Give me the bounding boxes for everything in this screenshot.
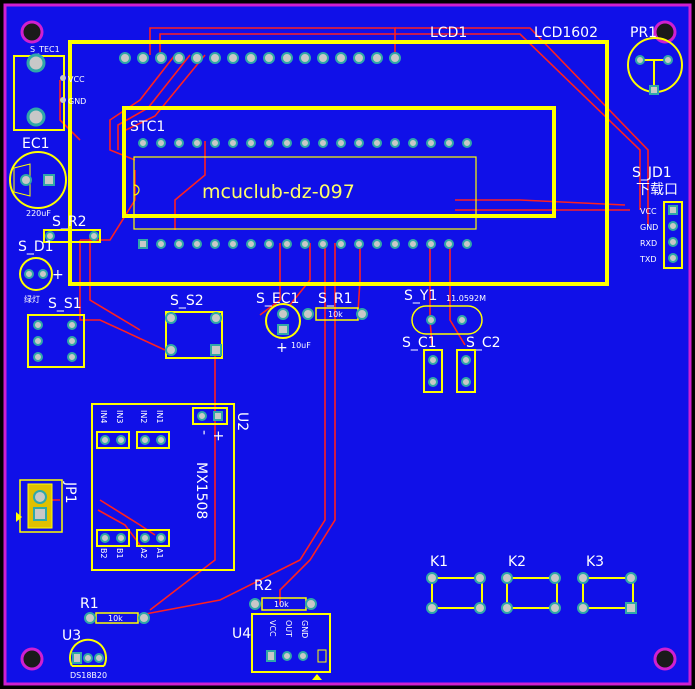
jd1-pin-gnd: GND xyxy=(640,223,658,232)
s-tec1-label: S_TEC1 xyxy=(30,45,60,54)
k3-label: K3 xyxy=(586,554,604,570)
s-r1-resistor: S_R1 10k xyxy=(302,291,368,321)
k2-label: K2 xyxy=(508,554,526,570)
stc1-label: STC1 xyxy=(130,119,165,135)
jp1-connector: JP1 xyxy=(16,479,78,533)
s-r2-label: S_R2 xyxy=(52,214,87,230)
u2-in1: IN1 xyxy=(155,410,164,423)
u2-part: MX1508 xyxy=(193,462,209,519)
lcd1602-label: LCD1602 xyxy=(534,25,598,41)
s-r2-resistor: S_R2 xyxy=(43,214,101,243)
s-y1-crystal: S_Y1 11.0592M xyxy=(404,288,486,335)
stc1-bottom-pins xyxy=(138,239,472,249)
u4-pin-gnd: GND xyxy=(300,620,309,638)
u4-module: U4 VCC OUT GND xyxy=(232,613,331,680)
mounting-holes xyxy=(20,20,677,671)
jp1-label: JP1 xyxy=(62,481,78,503)
r1-resistor: R1 10k xyxy=(80,596,150,624)
stc1-top-pins xyxy=(138,138,472,148)
u2-b2: B2 xyxy=(99,548,108,559)
d1-name: 绿灯 xyxy=(24,294,40,304)
r2-resistor: R2 10k xyxy=(249,578,317,611)
s-s1-label: S_S1 xyxy=(48,296,82,312)
u2-minus: - xyxy=(196,430,212,435)
tec1-gnd: GND xyxy=(68,97,86,106)
u2-b1: B1 xyxy=(115,548,124,559)
ec1-capacitor: EC1 220uF xyxy=(9,136,67,218)
r2-label: R2 xyxy=(254,578,273,594)
ec1-value: 220uF xyxy=(26,209,51,218)
s-r1-label: S_R1 xyxy=(318,291,353,307)
k1-button: K1 xyxy=(426,554,486,614)
s-c2-capacitor: S_C2 xyxy=(456,335,501,393)
u4-pin-vcc: VCC xyxy=(268,620,277,637)
s-ec1-capacitor: S_EC1 + 10uF xyxy=(256,291,311,356)
u3-sensor: U3 DS18B20 xyxy=(62,628,107,680)
s-s2-switch: S_S2 xyxy=(165,293,223,359)
ec1-label: EC1 xyxy=(22,136,50,152)
s-s2-label: S_S2 xyxy=(170,293,204,309)
traces xyxy=(35,27,649,616)
tec1-vcc: VCC xyxy=(68,75,85,84)
s-c1-capacitor: S_C1 xyxy=(402,335,443,393)
s-c1-label: S_C1 xyxy=(402,335,437,351)
k3-button: K3 xyxy=(577,554,637,614)
lcd1-header-pins xyxy=(119,52,401,64)
u2-a1: A1 xyxy=(155,548,164,559)
s-c2-label: S_C2 xyxy=(466,335,501,351)
u2-label: U2 xyxy=(234,412,250,431)
u3-label: U3 xyxy=(62,628,81,644)
k2-button: K2 xyxy=(501,554,561,614)
lcd1-label: LCD1 xyxy=(430,25,467,41)
u3-part: DS18B20 xyxy=(70,671,107,680)
s-ec1-label: S_EC1 xyxy=(256,291,299,307)
s-r1-value: 10k xyxy=(328,310,343,319)
s-y1-label: S_Y1 xyxy=(404,288,437,304)
pr1-component: PR1 xyxy=(627,25,683,95)
u2-in3: IN3 xyxy=(115,410,124,423)
s-jd1-label: S_JD1 xyxy=(632,165,672,181)
k1-label: K1 xyxy=(430,554,448,570)
s-tec1-connector: S_TEC1 VCC GND xyxy=(13,45,86,131)
chip-text: mcuclub-dz-097 xyxy=(202,181,355,203)
s-d1-led: S_D1 + 绿灯 xyxy=(18,239,64,304)
r1-label: R1 xyxy=(80,596,99,612)
r2-value: 10k xyxy=(274,600,289,609)
d1-plus: + xyxy=(52,267,64,283)
u4-label: U4 xyxy=(232,626,251,642)
jd1-pin-txd: TXD xyxy=(639,255,657,264)
s-d1-label: S_D1 xyxy=(18,239,54,255)
s-ec1-value: 10uF xyxy=(291,341,311,350)
u2-a2: A2 xyxy=(139,548,148,559)
u2-module: U2 MX1508 IN4 IN3 IN2 IN1 - + B2 B1 A2 A… xyxy=(91,403,250,571)
r1-value: 10k xyxy=(108,614,123,623)
u4-pin-out: OUT xyxy=(284,620,293,637)
lcd1-module: LCD1 LCD1602 xyxy=(68,25,609,286)
jd1-pin-vcc: VCC xyxy=(640,207,657,216)
jd1-pin-rxd: RXD xyxy=(640,239,657,248)
s-jd1-header: S_JD1 下载口 VCC GND RXD TXD xyxy=(632,165,683,269)
u2-in2: IN2 xyxy=(139,410,148,423)
pr1-label: PR1 xyxy=(630,25,657,41)
ec1-small-plus: + xyxy=(276,340,288,356)
u2-in4: IN4 xyxy=(99,410,108,423)
s-s1-switch: S_S1 xyxy=(27,296,85,368)
s-jd1-sub: 下载口 xyxy=(636,182,678,198)
s-y1-value: 11.0592M xyxy=(446,294,486,303)
u2-plus: + xyxy=(210,430,226,442)
stc1-chip: STC1 mcuclub-dz-097 xyxy=(130,119,477,249)
